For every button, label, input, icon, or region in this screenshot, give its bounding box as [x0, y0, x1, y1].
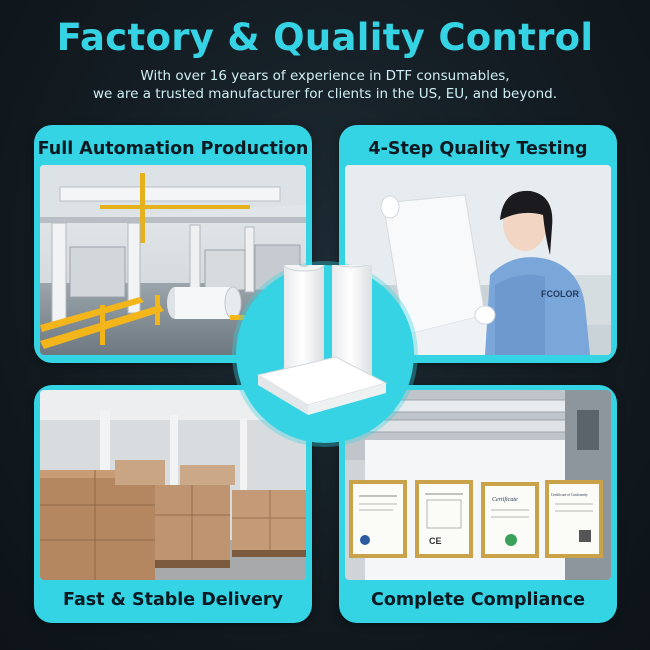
film-rolls-graphic — [256, 265, 388, 415]
certificate-1 — [349, 480, 407, 558]
certificate-3-title: Certificate — [492, 496, 518, 503]
card-complete-compliance: CE Certificate Certificate of Conformity… — [339, 385, 617, 623]
certificate-2: CE — [415, 480, 473, 558]
product-rolls-badge — [236, 265, 414, 443]
certificates-photo: CE Certificate Certificate of Conformity — [345, 390, 611, 580]
card-label-automation: Full Automation Production — [37, 139, 309, 159]
card-fast-delivery: Fast & Stable Delivery — [34, 385, 312, 623]
certificate-4-title: Certificate of Conformity — [551, 493, 588, 497]
subtitle-line-2: we are a trusted manufacturer for client… — [92, 86, 557, 102]
card-label-compliance: Complete Compliance — [371, 590, 585, 610]
page-subtitle: With over 16 years of experience in DTF … — [0, 67, 650, 103]
svg-text:CE: CE — [429, 536, 442, 546]
certificate-4: Certificate of Conformity — [545, 480, 603, 558]
certificate-3: Certificate — [481, 482, 539, 558]
lab-technician-photo: FCOLOR — [345, 165, 611, 355]
card-quality-testing: 4-Step Quality Testing FCOLOR — [339, 125, 617, 363]
subtitle-line-1: With over 16 years of experience in DTF … — [140, 68, 510, 84]
coat-logo-text: FCOLOR — [541, 289, 579, 299]
page-title: Factory & Quality Control — [56, 16, 594, 59]
card-label-delivery: Fast & Stable Delivery — [63, 590, 283, 610]
card-label-testing: 4-Step Quality Testing — [368, 139, 588, 159]
